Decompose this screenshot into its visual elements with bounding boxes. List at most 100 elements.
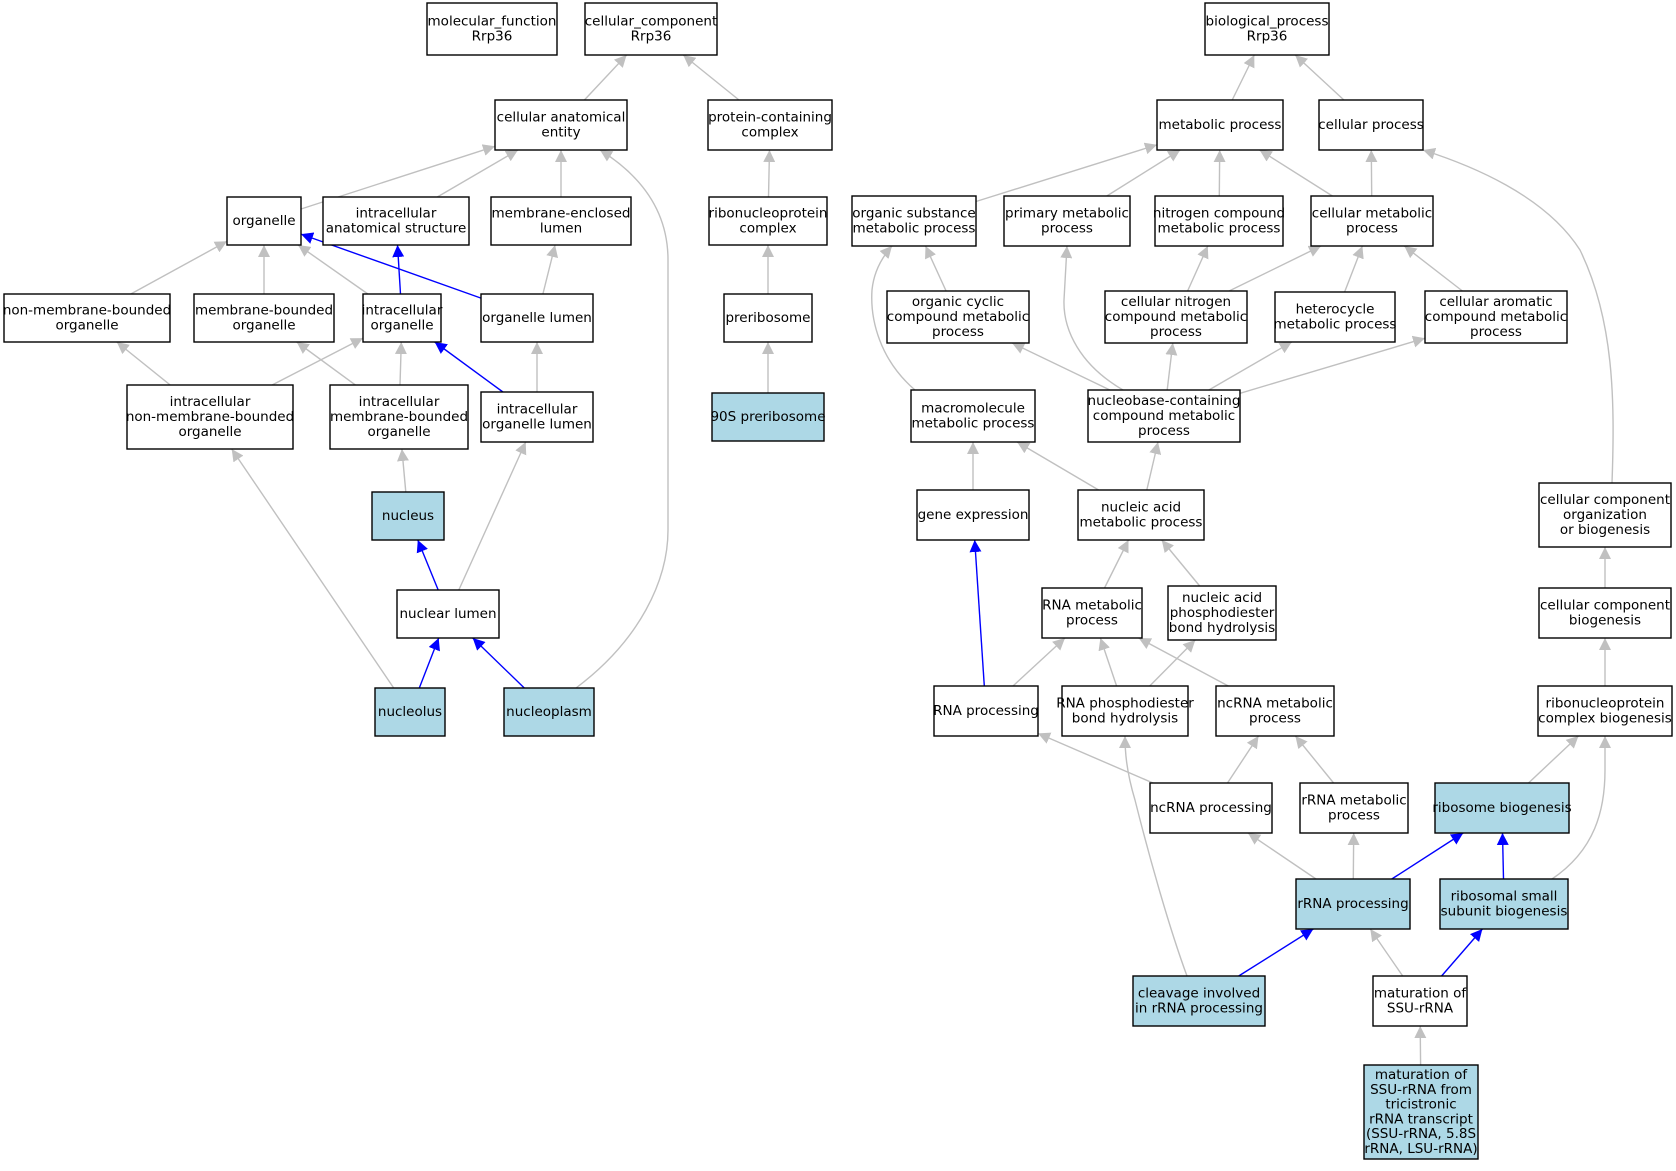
node-org-lumen[interactable]: organelle lumen — [480, 293, 594, 343]
edge-ribo_small-to-rnp_biogen — [1551, 736, 1611, 880]
edge-line — [1369, 928, 1404, 977]
edge-line — [1186, 245, 1209, 292]
edge-line — [1259, 149, 1333, 197]
node-nucleolus[interactable]: nucleolus — [374, 687, 446, 737]
node-nucleus[interactable]: nucleus — [371, 491, 445, 541]
edge-nucleic_acid-to-nucleobase — [1146, 441, 1162, 491]
edge-line — [458, 441, 527, 591]
edge-intra_org-to-organelle — [297, 244, 369, 295]
node-label-line: metabolic process — [853, 220, 976, 236]
node-organelle[interactable]: organelle — [226, 196, 302, 246]
edge-nucleolus-to-intra_nonmem — [231, 448, 395, 689]
node-label-line: metabolic process — [1158, 220, 1281, 236]
edge-line — [1146, 441, 1162, 491]
node-gene-expr[interactable]: gene expression — [916, 489, 1030, 541]
node-label-line: nucleus — [382, 508, 434, 524]
edge-org_cyclic-to-org_subst — [924, 245, 947, 292]
node-nuclear-lumen[interactable]: nuclear lumen — [396, 589, 500, 639]
node-label-line: ribosome biogenesis — [1432, 800, 1571, 816]
node-label-line: heterocycle — [1296, 302, 1375, 318]
node-box — [3, 293, 171, 343]
edge-nucleus-to-intra_mem — [397, 448, 409, 493]
node-label-line: ribonucleoprotein — [1546, 696, 1665, 712]
node-label-line: nucleic acid — [1101, 500, 1181, 516]
edge-nuclear_lumen-to-nucleus — [416, 539, 439, 591]
node-ribo-biogen[interactable]: ribosome biogenesis — [1432, 782, 1572, 834]
edge-line — [1294, 54, 1345, 101]
node-label-line: biogenesis — [1569, 612, 1641, 628]
node-preribosome[interactable]: preribosome — [723, 293, 813, 343]
edge-rna_proc-to-gene_expr — [969, 539, 985, 687]
node-rna-proc[interactable]: RNA processing — [933, 685, 1039, 737]
node-label-line: Rrp36 — [472, 28, 513, 44]
node-box — [1538, 482, 1672, 548]
node-label-line: complex — [741, 124, 798, 140]
edge-line — [434, 341, 504, 393]
node-rrna-proc[interactable]: rRNA processing — [1295, 878, 1411, 930]
node-label-line: complex — [739, 220, 796, 236]
node-cellular-proc[interactable]: cellular process — [1318, 99, 1424, 151]
edge-line — [271, 337, 364, 386]
node-label-line: process — [1249, 710, 1301, 726]
edge-line — [969, 539, 985, 687]
node-box — [1318, 99, 1424, 151]
node-ncrna-proc[interactable]: ncRNA processing — [1149, 782, 1273, 834]
node-box — [1215, 685, 1335, 737]
edge-line — [1496, 832, 1509, 880]
node-label-line: process — [932, 324, 984, 340]
edge-line — [436, 149, 519, 198]
node-nucleoplasm[interactable]: nucleoplasm — [503, 687, 595, 737]
node-label-line: organelle lumen — [482, 416, 592, 432]
node-label-line: process — [1470, 324, 1522, 340]
node-metabolic[interactable]: metabolic process — [1156, 99, 1284, 151]
node-intra-nonmem[interactable]: intracellularnon-membrane-boundedorganel… — [126, 384, 294, 450]
node-label-line: process — [1328, 807, 1380, 823]
node-label-line: RNA metabolic — [1042, 598, 1142, 614]
node-label-line: maturation of — [1374, 986, 1468, 1002]
node-pre90s[interactable]: 90S preribosome — [710, 392, 826, 442]
edge-nucleobase-to-cell_aromatic — [1239, 335, 1426, 394]
edge-line — [1228, 245, 1322, 292]
edge-cell_nitrogen-to-nitrogen_comp — [1186, 245, 1209, 292]
node-label-line: metabolic process — [1080, 514, 1203, 530]
edge-rnp_complex-to-prot_complex — [763, 149, 776, 198]
edge-nucleobase-to-primary_met — [1060, 245, 1124, 391]
edge-line — [1012, 637, 1066, 687]
